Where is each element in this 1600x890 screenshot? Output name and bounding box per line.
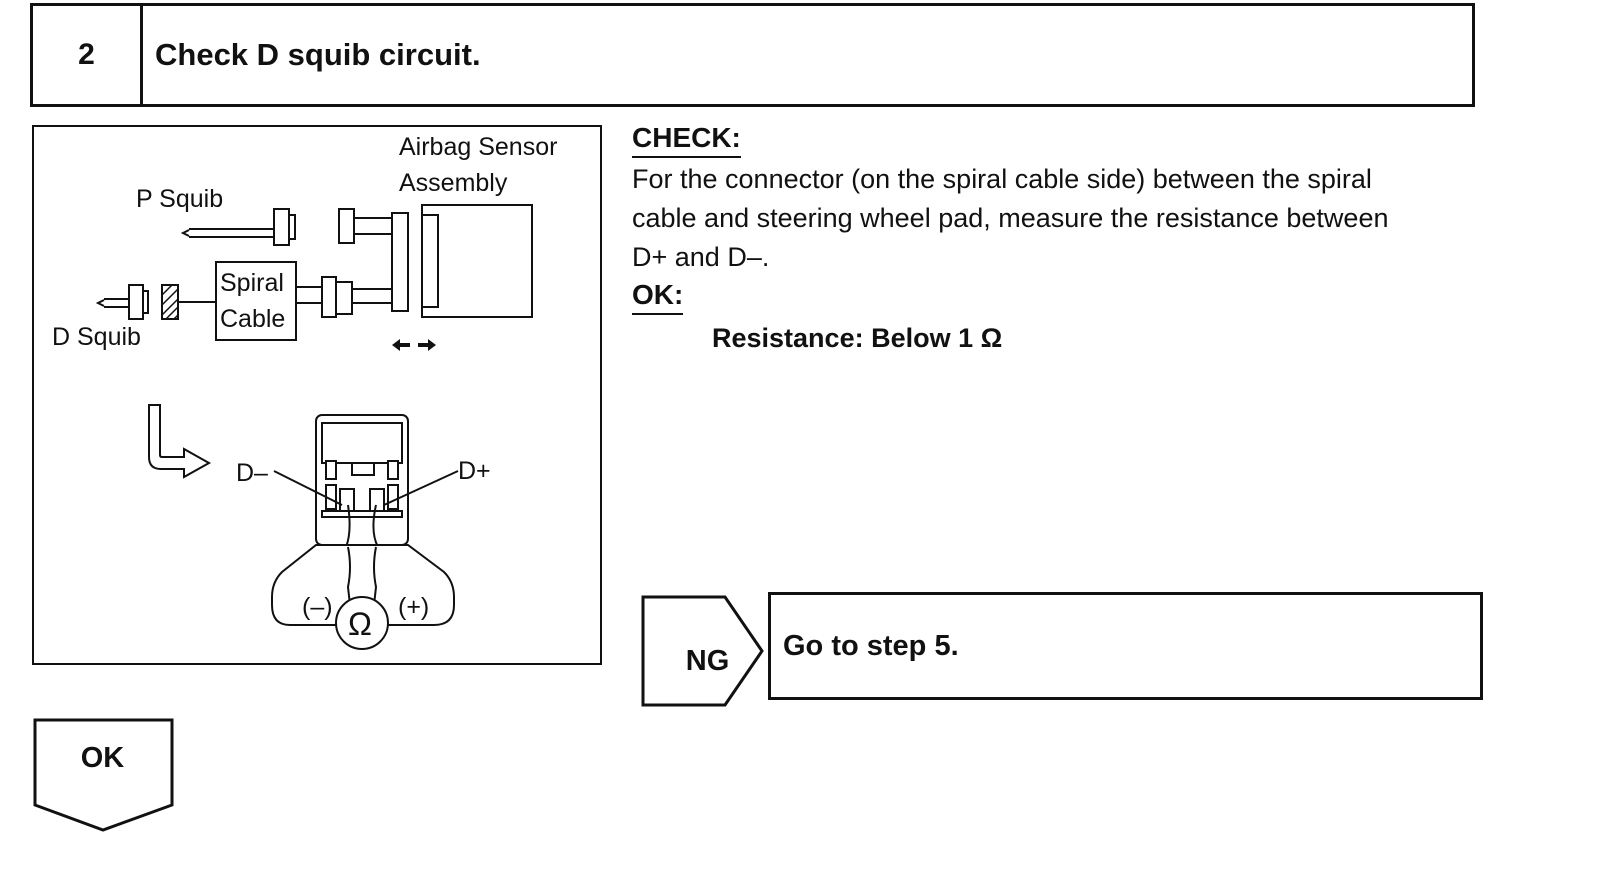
airbag-sensor-label: Airbag Sensor [399, 133, 557, 161]
cable-label: Cable [220, 305, 285, 333]
ok-label: OK [80, 742, 125, 774]
ok-heading: OK: [632, 277, 684, 315]
ohm-symbol: Ω [348, 606, 372, 642]
connector-diagram: Airbag Sensor Assembly P Squib D Squib S… [32, 125, 602, 665]
p-squib-label: P Squib [136, 185, 223, 213]
check-section: CHECK: For the connector (on the spiral … [632, 120, 1492, 354]
sensor-connector-bar [391, 212, 409, 312]
d-minus-leader [273, 470, 343, 506]
positive-probe-label: (+) [398, 593, 429, 621]
ng-result: Go to step 5. [768, 592, 1483, 700]
ng-result-text: Go to step 5. [783, 629, 959, 662]
d-plus-label: D+ [458, 457, 491, 485]
check-heading: CHECK: [632, 120, 741, 158]
step-number: 2 [33, 6, 143, 104]
diagram-drawing: Airbag Sensor Assembly P Squib D Squib S… [52, 133, 557, 650]
ng-label: NG [685, 645, 730, 677]
bent-arrow [148, 404, 212, 479]
step-header: 2 Check D squib circuit. [30, 3, 1475, 107]
d-plus-leader [383, 470, 459, 506]
check-line-2: cable and steering wheel pad, measure th… [632, 203, 1389, 233]
ng-box [641, 595, 764, 707]
spiral-label: Spiral [220, 269, 284, 297]
check-line-3: D+ and D–. [632, 242, 770, 272]
ok-specification: Resistance: Below 1 Ω [712, 323, 1003, 353]
d-squib-label: D Squib [52, 323, 141, 351]
ohmmeter-body [271, 544, 455, 626]
airbag-sensor-box [421, 204, 533, 318]
check-line-1: For the connector (on the spiral cable s… [632, 164, 1372, 194]
check-instructions: For the connector (on the spiral cable s… [632, 160, 1492, 277]
sensor-plug-upper [338, 208, 355, 244]
negative-probe-label: (–) [302, 593, 333, 621]
d-minus-label: D– [236, 459, 268, 487]
assembly-label: Assembly [399, 169, 508, 197]
double-arrow [392, 339, 436, 351]
step-title: Check D squib circuit. [155, 37, 481, 72]
ohm-dial [335, 596, 389, 650]
ok-box [33, 718, 174, 832]
spiral-cable-box [215, 261, 297, 341]
